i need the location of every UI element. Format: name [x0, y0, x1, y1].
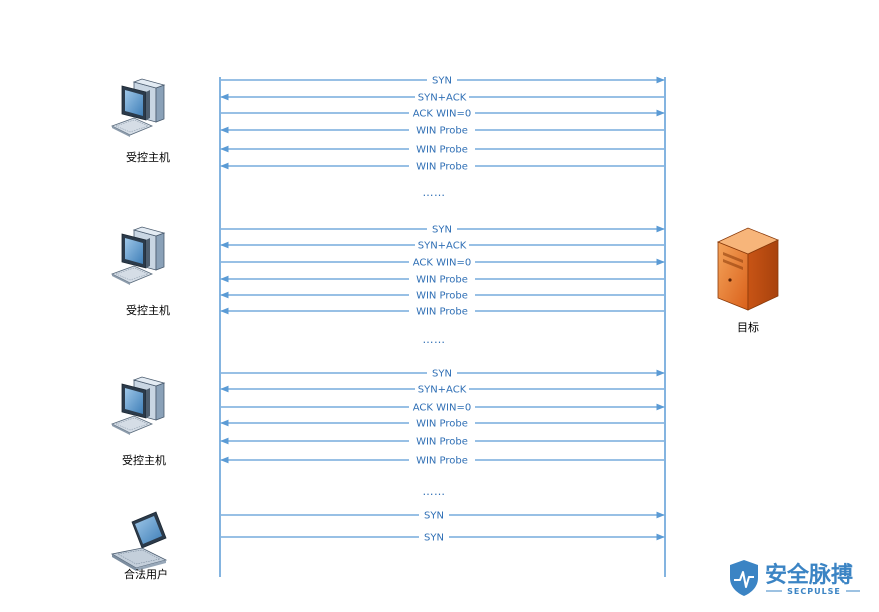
logo-name-cn: 安全脉搏	[765, 562, 853, 588]
message-label: SYN	[424, 533, 444, 544]
message-label-bg	[415, 383, 469, 394]
message-label: WIN Probe	[416, 437, 468, 448]
ellipsis-2: ……	[423, 333, 446, 346]
controlled-host-3-icon	[111, 376, 165, 436]
message-label-bg	[409, 305, 475, 316]
message-label-bg	[419, 509, 449, 520]
message-label: SYN+ACK	[418, 241, 467, 252]
message-label: WIN Probe	[416, 145, 468, 156]
ellipsis-3: ……	[423, 485, 446, 498]
message-label: WIN Probe	[416, 419, 468, 430]
controlled-host-1-label: 受控主机	[126, 150, 170, 164]
legit-user-laptop-icon	[111, 511, 167, 572]
target-label: 目标	[737, 320, 759, 334]
controlled-host-2-icon	[111, 226, 165, 286]
target-server-icon	[716, 227, 780, 311]
message-label: WIN Probe	[416, 307, 468, 318]
message-label: WIN Probe	[416, 291, 468, 302]
message-label: SYN	[424, 511, 444, 522]
message-label: SYN	[432, 225, 452, 236]
message-label: SYN	[432, 76, 452, 87]
message-label: WIN Probe	[416, 275, 468, 286]
message-label: ACK WIN=0	[413, 109, 471, 120]
secpulse-logo: 安全脉搏 SECPULSE	[730, 560, 860, 596]
message-label-bg	[415, 239, 469, 250]
legit-user-label: 合法用户	[124, 567, 168, 581]
pulse-icon	[734, 571, 754, 588]
message-label: SYN+ACK	[418, 93, 467, 104]
message-label-bg	[409, 454, 475, 465]
message-label-bg	[427, 223, 457, 234]
logo-name-en: SECPULSE	[787, 587, 841, 596]
controlled-host-2-label: 受控主机	[126, 303, 170, 317]
message-label-bg	[409, 256, 475, 267]
message-label-bg	[409, 417, 475, 428]
message-label-bg	[409, 124, 475, 135]
message-label-bg	[409, 435, 475, 446]
message-label-bg	[427, 367, 457, 378]
message-label: SYN+ACK	[418, 385, 467, 396]
message-label: WIN Probe	[416, 162, 468, 173]
controlled-host-3-label: 受控主机	[122, 453, 166, 467]
message-label-bg	[409, 160, 475, 171]
message-label-bg	[409, 273, 475, 284]
message-label-bg	[409, 289, 475, 300]
ellipsis-1: ……	[423, 186, 446, 199]
message-label-bg	[409, 107, 475, 118]
message-label: ACK WIN=0	[413, 403, 471, 414]
message-label: WIN Probe	[416, 456, 468, 467]
message-label: ACK WIN=0	[413, 258, 471, 269]
message-label-bg	[415, 91, 469, 102]
message-label-bg	[419, 531, 449, 542]
message-label: WIN Probe	[416, 126, 468, 137]
controlled-host-1-icon	[111, 78, 165, 138]
message-label-bg	[427, 74, 457, 85]
message-label-bg	[409, 143, 475, 154]
message-label: SYN	[432, 369, 452, 380]
message-label-bg	[409, 401, 475, 412]
